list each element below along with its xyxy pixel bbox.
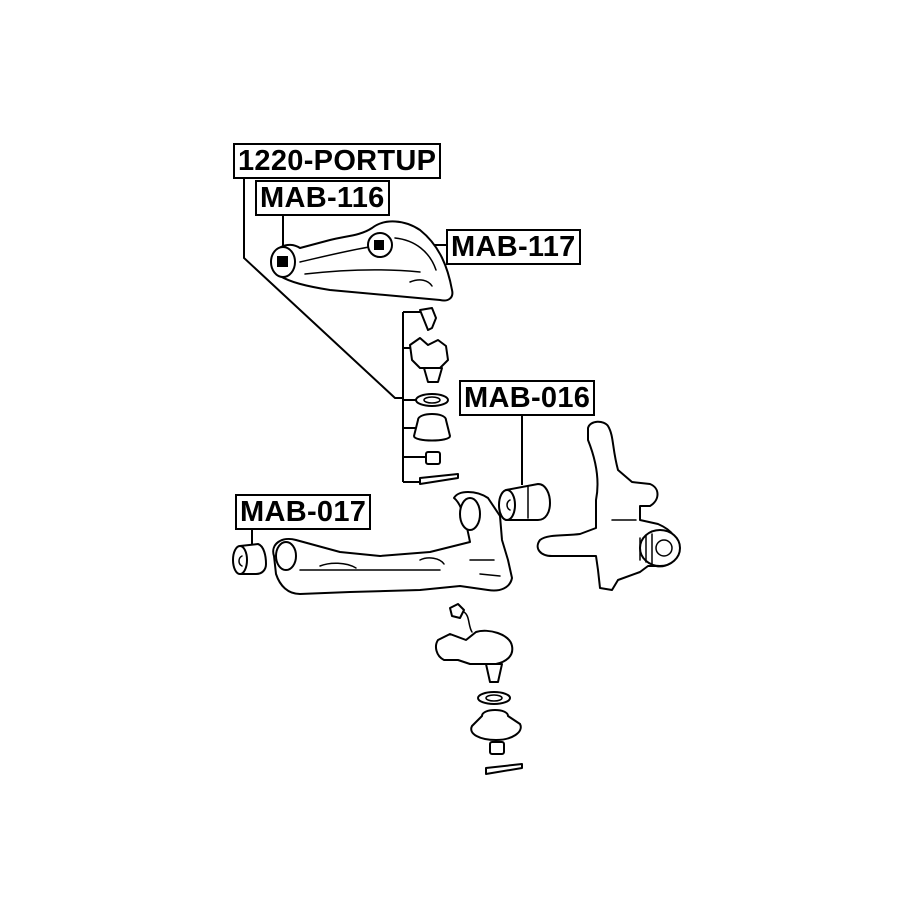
mab-116-marker [277, 256, 288, 267]
bushing-mab-017 [232, 543, 267, 575]
mab-117-marker [374, 240, 384, 250]
bushing-mab-016 [498, 483, 551, 521]
label-mab-116: MAB-116 [255, 180, 390, 216]
leader-kit [243, 178, 403, 399]
label-mab-017: MAB-017 [235, 494, 372, 530]
steering-knuckle [536, 420, 681, 591]
lower-ball-joint-assembly [435, 603, 523, 775]
upper-ball-joint-assembly [409, 307, 459, 485]
label-mab-016: MAB-016 [459, 380, 596, 416]
upper-control-arm [270, 220, 454, 302]
label-mab-117: MAB-117 [446, 229, 581, 265]
lower-control-arm [272, 491, 513, 595]
label-kit-1220-portup: 1220-PORTUP [233, 143, 442, 179]
